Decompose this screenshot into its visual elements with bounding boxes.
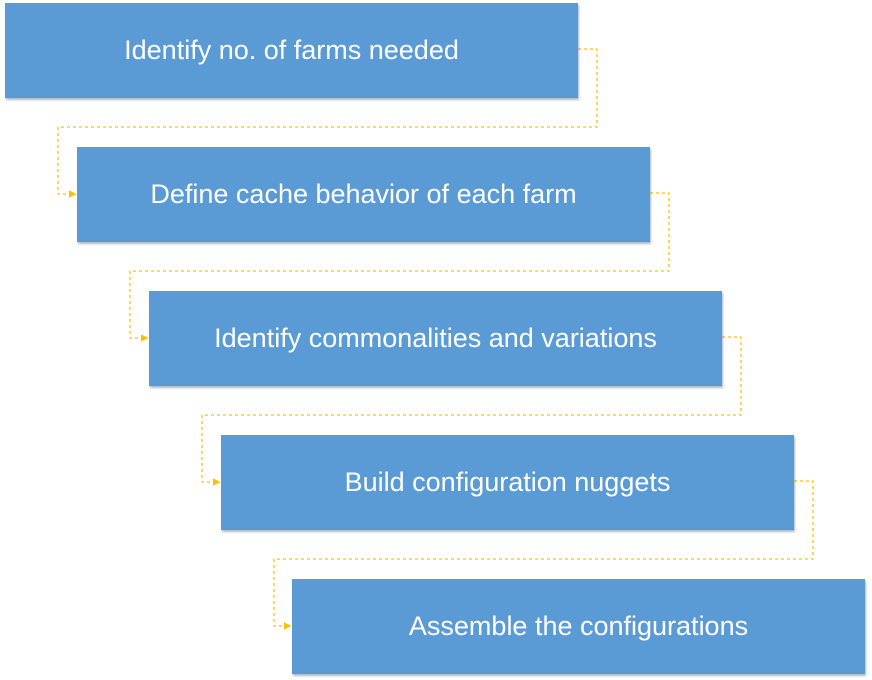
step-identify-commonalities: Identify commonalities and variations	[149, 291, 722, 386]
step-assemble-configurations: Assemble the configurations	[292, 579, 865, 674]
step-label: Define cache behavior of each farm	[150, 179, 577, 209]
step-identify-farms: Identify no. of farms needed	[5, 3, 578, 98]
step-label: Assemble the configurations	[408, 611, 749, 641]
step-label: Build configuration nuggets	[344, 467, 671, 497]
step-label: Identify no. of farms needed	[124, 35, 459, 65]
step-label: Identify commonalities and variations	[214, 323, 657, 353]
step-build-nuggets: Build configuration nuggets	[221, 435, 794, 530]
step-define-cache-behavior: Define cache behavior of each farm	[77, 147, 650, 242]
